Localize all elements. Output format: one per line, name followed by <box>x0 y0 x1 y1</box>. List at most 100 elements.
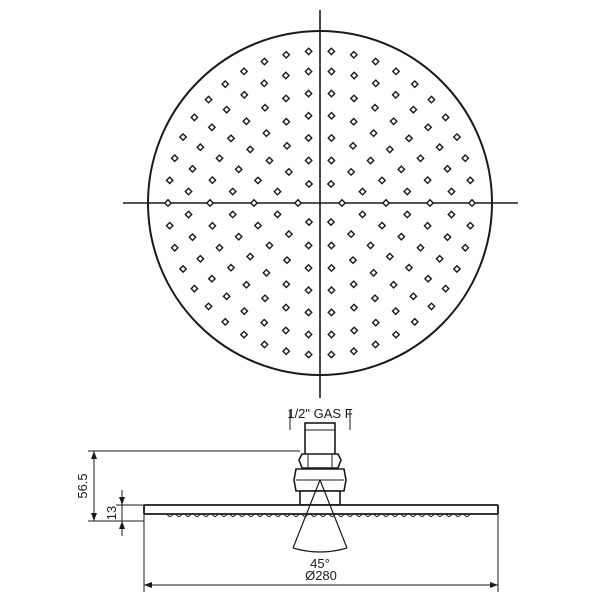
nozzle <box>391 330 401 339</box>
nozzle <box>370 103 380 112</box>
nozzle <box>281 94 291 103</box>
side-nozzle <box>418 513 426 517</box>
nozzle <box>282 280 291 289</box>
nozzle <box>358 210 367 219</box>
side-nozzle <box>220 513 228 517</box>
hex-nut <box>298 453 342 469</box>
nozzle <box>249 198 259 208</box>
nozzle <box>253 221 263 230</box>
nozzle <box>443 164 452 174</box>
side-nozzle <box>193 513 201 517</box>
nozzle <box>404 263 414 272</box>
nozzle <box>326 217 336 227</box>
nozzle <box>304 330 313 339</box>
nozzle <box>240 90 249 100</box>
nozzle <box>337 198 347 208</box>
nozzle <box>228 187 237 196</box>
nozzle <box>304 156 313 165</box>
nozzle <box>190 284 199 293</box>
nozzle <box>304 308 313 317</box>
nozzle <box>260 318 269 327</box>
nozzle <box>207 274 217 283</box>
nozzle <box>377 176 387 185</box>
side-nozzle <box>256 513 264 517</box>
side-nozzle <box>355 513 363 517</box>
nozzle <box>260 57 269 66</box>
diameter-arrow-left <box>144 582 152 588</box>
side-nozzle <box>436 513 444 517</box>
nozzle <box>369 128 378 138</box>
nozzle <box>416 243 425 252</box>
nozzle <box>441 284 450 293</box>
nozzle <box>466 176 475 185</box>
nozzle <box>178 264 188 274</box>
nozzle <box>170 243 179 252</box>
nozzle <box>253 176 263 185</box>
nozzle <box>391 90 400 100</box>
nozzle <box>397 165 406 174</box>
nozzle <box>205 198 215 208</box>
side-nozzle <box>391 513 399 517</box>
nozzle <box>327 133 336 143</box>
nozzle-pattern <box>163 47 477 359</box>
nozzle <box>165 176 174 185</box>
nozzle <box>260 103 270 112</box>
nozzle <box>369 268 378 278</box>
nozzle <box>389 280 398 289</box>
nozzle <box>304 286 313 295</box>
side-nozzle <box>382 513 390 517</box>
thickness-arrow-bottom <box>119 521 125 529</box>
thickness-arrow-top <box>119 497 125 505</box>
height-total-label: 56.5 <box>75 473 90 498</box>
joint-collar <box>299 490 341 506</box>
nozzle <box>327 241 336 250</box>
nozzle <box>215 243 224 252</box>
nozzle <box>196 254 205 263</box>
nozzle <box>452 264 462 274</box>
nozzle <box>260 340 269 349</box>
nozzle <box>207 123 217 132</box>
nozzle <box>410 317 419 327</box>
side-nozzle <box>373 513 381 517</box>
nozzle <box>443 232 452 242</box>
plate-thickness-label: 13 <box>104 506 119 520</box>
nozzle <box>284 167 294 177</box>
nozzle <box>423 221 432 231</box>
nozzle <box>348 255 358 265</box>
nozzle <box>327 330 336 339</box>
nozzle <box>178 132 188 142</box>
height-arrow-top <box>91 451 97 459</box>
spray-angle-line-right <box>319 479 348 549</box>
nozzle <box>304 217 314 227</box>
nozzle <box>196 143 205 152</box>
nozzle <box>447 187 456 196</box>
nozzle <box>222 292 231 301</box>
nozzle <box>441 113 450 122</box>
nozzle <box>409 292 418 301</box>
nozzle <box>327 308 336 317</box>
nozzle <box>327 67 336 76</box>
nozzle <box>467 198 477 208</box>
nozzle <box>190 113 199 122</box>
side-nozzle <box>463 513 471 517</box>
nozzle <box>260 294 270 303</box>
nozzle <box>371 340 380 349</box>
nozzle <box>265 241 274 250</box>
nozzle <box>184 187 193 196</box>
nozzle <box>447 210 456 219</box>
nozzle <box>435 254 444 263</box>
nozzle <box>349 94 359 103</box>
nozzle <box>466 221 475 230</box>
side-nozzle <box>238 513 246 517</box>
nozzle <box>304 179 314 189</box>
nozzle <box>377 221 387 230</box>
side-nozzle <box>400 513 408 517</box>
nozzle <box>188 232 197 242</box>
nozzle <box>461 154 470 163</box>
nozzle <box>281 303 291 312</box>
nozzle <box>284 229 294 239</box>
side-nozzle <box>292 513 300 517</box>
nozzle <box>234 165 243 174</box>
nozzle <box>245 145 255 154</box>
